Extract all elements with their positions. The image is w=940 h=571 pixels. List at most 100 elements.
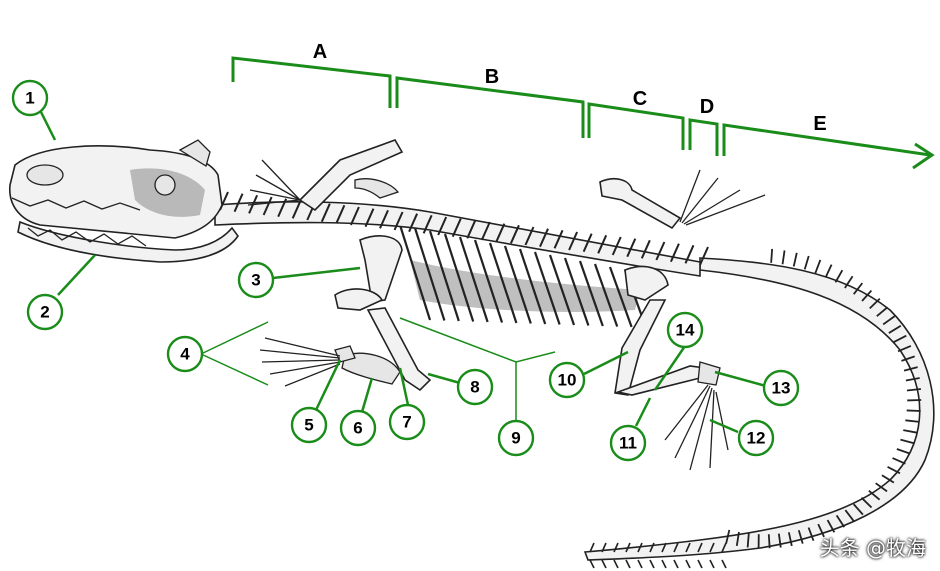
bone-stroke [649,559,655,569]
segment-label-d: D [700,96,714,118]
bone-stroke [697,542,703,553]
bone-stroke [852,503,864,516]
bone-stroke [721,542,727,553]
callout-2: 2 [26,293,64,331]
bone-stroke [881,474,895,484]
bone-stroke [320,203,331,223]
bone-stroke [608,266,633,328]
bone-stroke [503,245,532,324]
callout-5: 5 [290,406,328,444]
svg-text:10: 10 [558,371,577,390]
bone-stroke [685,542,691,553]
callout-6: 6 [339,409,377,447]
bone-stroke [699,246,709,266]
left-forelimb [259,235,432,392]
callout-9: 9 [497,419,535,457]
bone-stroke [393,211,404,231]
svg-text:14: 14 [676,321,695,340]
bone-stroke [777,533,782,548]
bone-stroke [905,419,920,423]
bracket-e [722,123,931,157]
bone-stroke [887,466,901,475]
bone-stroke [655,241,666,261]
bone-stroke [582,233,593,253]
bone-stroke [335,204,346,224]
bone-stroke [458,236,489,323]
bracket-c [587,102,685,150]
segment-label-b: B [485,66,499,88]
segment-label-a: A [313,41,327,63]
bone-stroke [844,509,855,522]
bone-stroke [451,218,462,238]
bone-stroke [568,231,579,251]
callout-8: 8 [456,368,494,406]
bone-stroke [861,289,873,302]
bone-stroke [797,529,804,544]
bone-stroke [413,227,446,321]
bone-stroke [428,230,460,322]
skull [9,139,239,263]
skeleton-illustration [9,139,935,569]
bone-stroke [903,366,918,372]
bone-stroke [673,542,679,553]
bone-stroke [398,224,432,321]
bone-stroke [709,542,715,553]
bone-stroke [533,251,561,325]
bone-stroke [896,448,911,455]
bone-stroke [869,297,881,309]
bone-stroke [637,542,643,553]
bone-stroke [640,239,651,259]
bone-stroke [868,489,881,501]
bone-stroke [563,257,590,326]
bracket-a [231,56,392,108]
bone-stroke [906,409,921,412]
bone-stroke [844,275,854,289]
bone-stroke [626,238,637,258]
bone-stroke [553,229,564,249]
bone-stroke [767,534,771,549]
bracket-b [395,76,585,138]
bone-stroke [661,542,667,553]
bone-stroke [349,206,360,226]
svg-text:6: 6 [353,419,362,438]
bone-stroke [437,216,448,236]
bone-stroke [466,219,477,239]
bone-stroke [509,224,520,244]
bone-stroke [548,254,576,326]
bracket-d [688,118,719,156]
bone-stroke [495,223,506,243]
bone-stroke [814,259,822,274]
bone-stroke [661,559,667,569]
bone-stroke [697,559,703,569]
bone-stroke [781,250,786,265]
bone-stroke [906,388,921,392]
callout-10: 10 [548,361,586,399]
bone-stroke [589,559,595,569]
bone-stroke [673,559,679,569]
bone-stroke [233,193,244,213]
bone-stroke [905,377,920,382]
bone-stroke [900,438,915,445]
svg-text:8: 8 [470,378,479,397]
bone-stroke [721,559,727,569]
callout-11: 11 [609,424,647,462]
svg-text:1: 1 [25,89,34,108]
bone-stroke [524,226,535,246]
bone-stroke [364,208,375,228]
bone-stroke [539,228,549,248]
bone-stroke [685,559,691,569]
bone-stroke [897,345,912,353]
svg-text:12: 12 [747,429,766,448]
bone-stroke [589,542,595,553]
bone-stroke [379,209,389,229]
bone-stroke [826,519,836,533]
bone-stroke [770,248,774,263]
watermark: 头条 @牧海 [819,536,926,560]
arrow-head-icon [912,142,935,170]
bone-stroke [684,244,695,264]
vertebral-column [214,191,709,277]
svg-text:3: 3 [251,271,260,290]
svg-text:11: 11 [619,434,637,453]
svg-text:2: 2 [40,303,49,322]
